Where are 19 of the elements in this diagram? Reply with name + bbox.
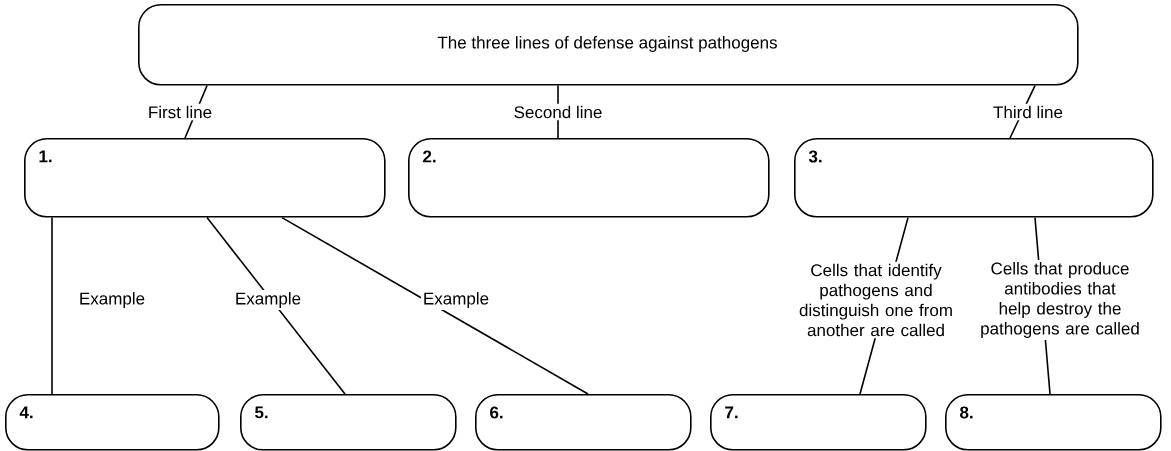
edge-label: First line [145, 103, 215, 121]
edge-label: Third line [991, 103, 1065, 121]
edge-label: Example [232, 290, 304, 310]
rounded-box: 1. [24, 138, 386, 218]
rounded-box: The three lines of defense against pathogens [138, 4, 1079, 86]
connector-line [281, 216, 589, 395]
rounded-box: 4. [5, 394, 220, 451]
connector-line [206, 216, 346, 395]
connector-line [51, 216, 53, 395]
edge-label: Example [76, 290, 148, 310]
rounded-box: 8. [945, 394, 1162, 451]
edge-label: Example [420, 290, 492, 310]
rounded-box: 2. [408, 138, 770, 218]
rounded-box: 5. [240, 394, 457, 451]
edge-label: Cells that produce antibodies that help destroy the pathogens are called [955, 260, 1165, 340]
rounded-box: 7. [710, 394, 927, 451]
rounded-box: 6. [475, 394, 692, 451]
rounded-box: 3. [794, 138, 1154, 218]
edge-label: Second line [511, 103, 605, 121]
